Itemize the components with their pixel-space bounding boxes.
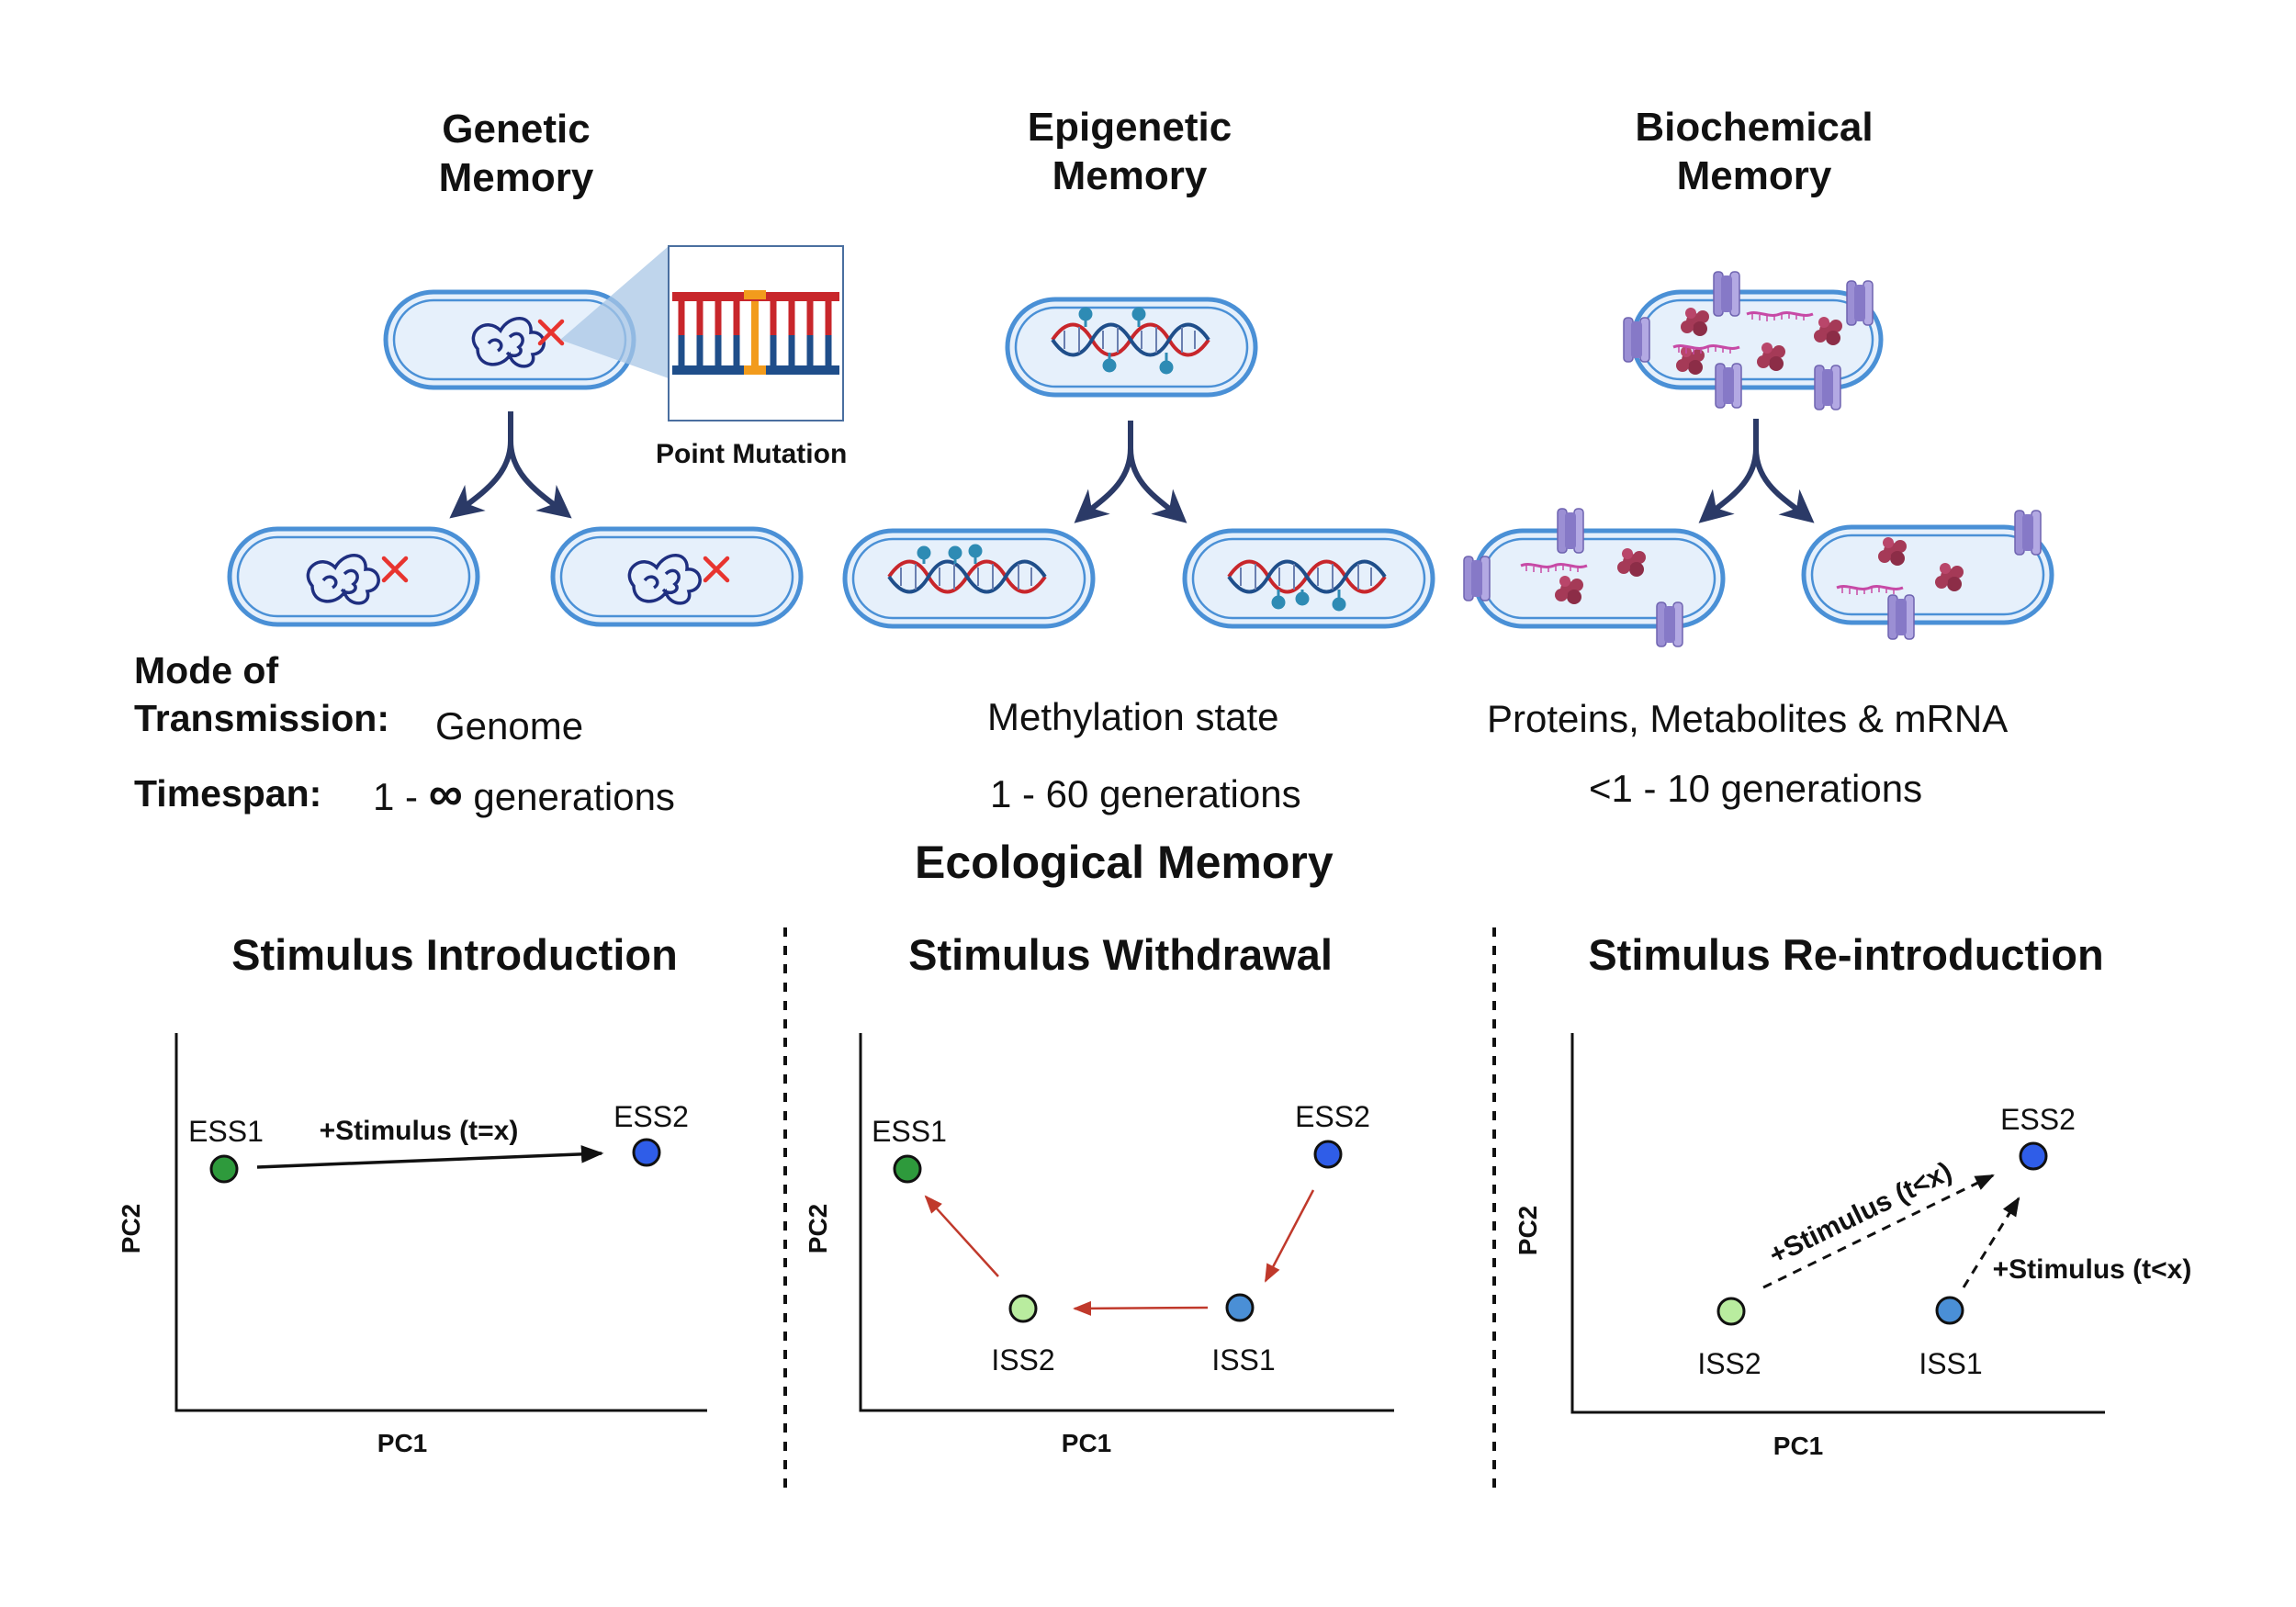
title-line-2: Memory (1052, 153, 1208, 198)
title-line-1: Genetic (442, 107, 591, 152)
biochemical-daughter-cell-2 (1804, 510, 2052, 640)
zoom-cone (560, 246, 669, 378)
point-label: ESS1 (872, 1115, 947, 1148)
title-line-2: Memory (438, 155, 594, 200)
timespan-genetic-prefix: 1 - (373, 775, 429, 818)
epigenetic-parent-cell (1007, 299, 1255, 395)
point-label: ISS2 (1697, 1347, 1761, 1380)
axes (859, 1033, 1394, 1412)
y-axis-label: PC2 (117, 1204, 145, 1253)
point-mutation-label: Point Mutation (656, 439, 848, 469)
epigenetic-split-arrow (1074, 421, 1187, 523)
point-ess1 (209, 1154, 239, 1184)
panel-stimulus-introduction: PC1 PC2 +Stimulus (t=x) ESS1 ESS2 (117, 1033, 707, 1457)
stimulus-arrow (256, 1145, 604, 1169)
point-iss2 (1716, 1297, 1746, 1326)
genetic-split-arrow (449, 411, 572, 519)
biochemical-daughter-cell-1 (1463, 508, 1723, 647)
point-mutation-inset (668, 245, 844, 421)
point-label: ESS2 (1295, 1100, 1370, 1133)
biochemical-memory-title: Biochemical Memory (1561, 103, 1947, 200)
reintroduction-arrow-2 (1962, 1197, 2020, 1288)
point-label: ESS1 (188, 1115, 264, 1148)
reintroduction-arrow-2-label: +Stimulus (t<x) (1993, 1254, 2192, 1285)
title-line-1: Epigenetic (1027, 105, 1232, 150)
epigenetic-daughter-cell-1 (845, 531, 1093, 626)
mode-line-1: Mode of (134, 649, 279, 691)
point-label: ISS1 (1919, 1347, 1982, 1380)
ecological-memory-title: Ecological Memory (915, 837, 1334, 888)
timespan-genetic: 1 - ∞ generations (373, 768, 675, 821)
withdrawal-arrow-2 (1073, 1300, 1209, 1316)
point-label: ESS2 (2000, 1103, 2076, 1136)
panel-stimulus-withdrawal: PC1 PC2 ESS1 ESS2 ISS2 ISS1 (804, 1033, 1394, 1457)
biochemical-split-arrow (1698, 419, 1815, 523)
axes (1570, 1033, 2105, 1414)
mode-genetic: Genome (435, 704, 584, 747)
timespan-biochemical: <1 - 10 generations (1589, 767, 1923, 810)
mode-line-2: Transmission: (134, 697, 389, 739)
withdrawal-arrow-1 (1264, 1189, 1315, 1283)
base-pairs (678, 290, 832, 375)
mode-of-transmission-label: Mode of Transmission: (134, 646, 389, 742)
timespan-genetic-suffix: generations (462, 775, 675, 818)
point-ess1 (893, 1154, 922, 1184)
methyl-groups (1078, 307, 1174, 375)
genetic-memory-title: Genetic Memory (323, 105, 709, 202)
point-iss1 (1225, 1293, 1255, 1322)
stimulus-withdrawal-title: Stimulus Withdrawal (908, 930, 1333, 979)
genetic-daughter-cell-2 (553, 529, 801, 624)
point-label: ESS2 (613, 1100, 689, 1133)
stimulus-reintroduction-title: Stimulus Re-introduction (1588, 930, 2104, 979)
point-ess2 (632, 1138, 661, 1167)
timespan-epigenetic: 1 - 60 generations (990, 772, 1301, 815)
point-label: ISS2 (991, 1343, 1054, 1377)
mode-biochemical: Proteins, Metabolites & mRNA (1487, 697, 2009, 740)
epigenetic-memory-title: Epigenetic Memory (937, 103, 1322, 200)
panel-stimulus-reintroduction: PC1 PC2 +Stimulus (t<x) +Stimulus (t<x) … (1514, 1033, 2191, 1460)
point-ess2 (2019, 1141, 2048, 1171)
epigenetic-daughter-cell-2 (1185, 531, 1433, 626)
title-line-2: Memory (1676, 153, 1832, 198)
withdrawal-arrow-3 (924, 1195, 999, 1277)
point-iss2 (1008, 1294, 1038, 1323)
infinity-symbol: ∞ (428, 768, 463, 821)
point-label: ISS1 (1211, 1343, 1275, 1377)
point-ess2 (1313, 1140, 1343, 1169)
timespan-label: Timespan: (134, 772, 322, 815)
genetic-daughter-cell-1 (230, 529, 478, 624)
y-axis-label: PC2 (1514, 1206, 1542, 1255)
stimulus-arrow-label: +Stimulus (t=x) (320, 1116, 519, 1146)
biochemical-parent-cell (1623, 271, 1881, 410)
axes (174, 1033, 707, 1412)
x-axis-label: PC1 (1773, 1432, 1823, 1460)
mode-epigenetic: Methylation state (987, 695, 1279, 738)
point-iss1 (1935, 1296, 1964, 1325)
x-axis-label: PC1 (377, 1429, 427, 1457)
stimulus-introduction-title: Stimulus Introduction (231, 930, 678, 979)
y-axis-label: PC2 (804, 1204, 832, 1253)
reintroduction-arrow-1-label: +Stimulus (t<x) (1764, 1156, 1956, 1271)
title-line-1: Biochemical (1635, 105, 1874, 150)
x-axis-label: PC1 (1062, 1429, 1111, 1457)
